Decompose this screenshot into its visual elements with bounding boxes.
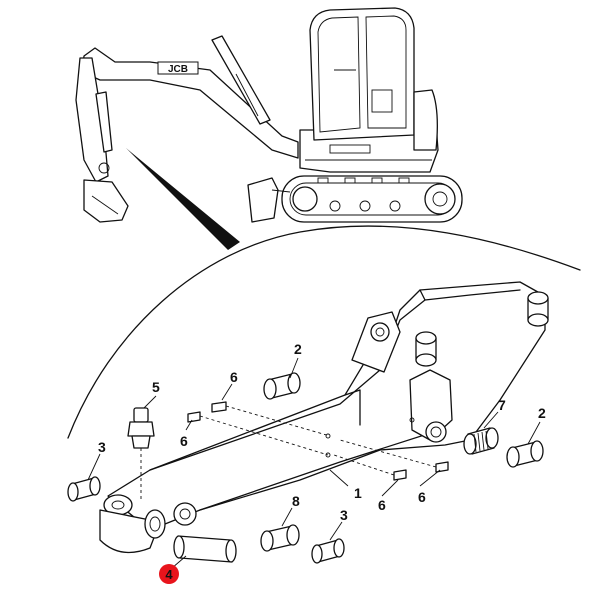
dipper-arm-body: [107, 281, 546, 531]
excavator-overview: JCB: [75, 7, 463, 223]
top-bushing-lower: [415, 331, 437, 367]
bolt-part-6-c: [333, 454, 407, 481]
dipper-arm: [75, 57, 109, 183]
highlight-marker-4[interactable]: [159, 564, 179, 584]
track-assembly: [281, 175, 463, 223]
top-bushing-upper: [527, 291, 549, 327]
callout-label-3-right: 3: [340, 507, 348, 523]
callout-label-1: 1: [354, 485, 362, 501]
callout-label-6-d: 6: [418, 489, 426, 505]
bushing-part-8: [260, 524, 300, 552]
bushing-part-3-left: [67, 476, 101, 502]
bolt-part-6-a: [211, 401, 331, 437]
callout-label-5: 5: [152, 379, 160, 395]
bolt-part-6-b: [187, 411, 329, 456]
zoom-indicator: [67, 148, 581, 439]
callout-label-3-left: 3: [98, 439, 106, 455]
callout-label-2-right: 2: [538, 405, 546, 421]
callout-labels: 1 2 2 3 3 4 5 6 6 6 6 7 8: [98, 341, 546, 584]
dipper-arm-detail: [99, 281, 549, 554]
zoom-arc: [67, 225, 581, 439]
spring-bushing-part-7: [463, 427, 499, 455]
operator-cab: [309, 7, 415, 141]
callout-label-2-left: 2: [294, 341, 302, 357]
pin-part-4: [173, 535, 237, 563]
callout-label-6-a: 6: [230, 369, 238, 385]
callout-label-7: 7: [498, 397, 506, 413]
bushing-part-2-left: [263, 372, 301, 400]
brand-text: JCB: [168, 64, 188, 75]
dozer-blade: [247, 177, 279, 223]
bushing-part-3-right: [311, 538, 345, 564]
leader-lines: [87, 357, 541, 569]
callout-label-6-b: 6: [180, 433, 188, 449]
brand-plate: [157, 61, 199, 75]
callout-label-6-c: 6: [378, 497, 386, 513]
callout-label-8: 8: [292, 493, 300, 509]
callout-label-4[interactable]: 4: [165, 567, 173, 582]
bolt-part-6-d: [339, 439, 449, 473]
bushing-part-2-right: [506, 440, 544, 468]
bucket: [83, 179, 129, 223]
grease-fitting-part-5: [127, 407, 155, 500]
